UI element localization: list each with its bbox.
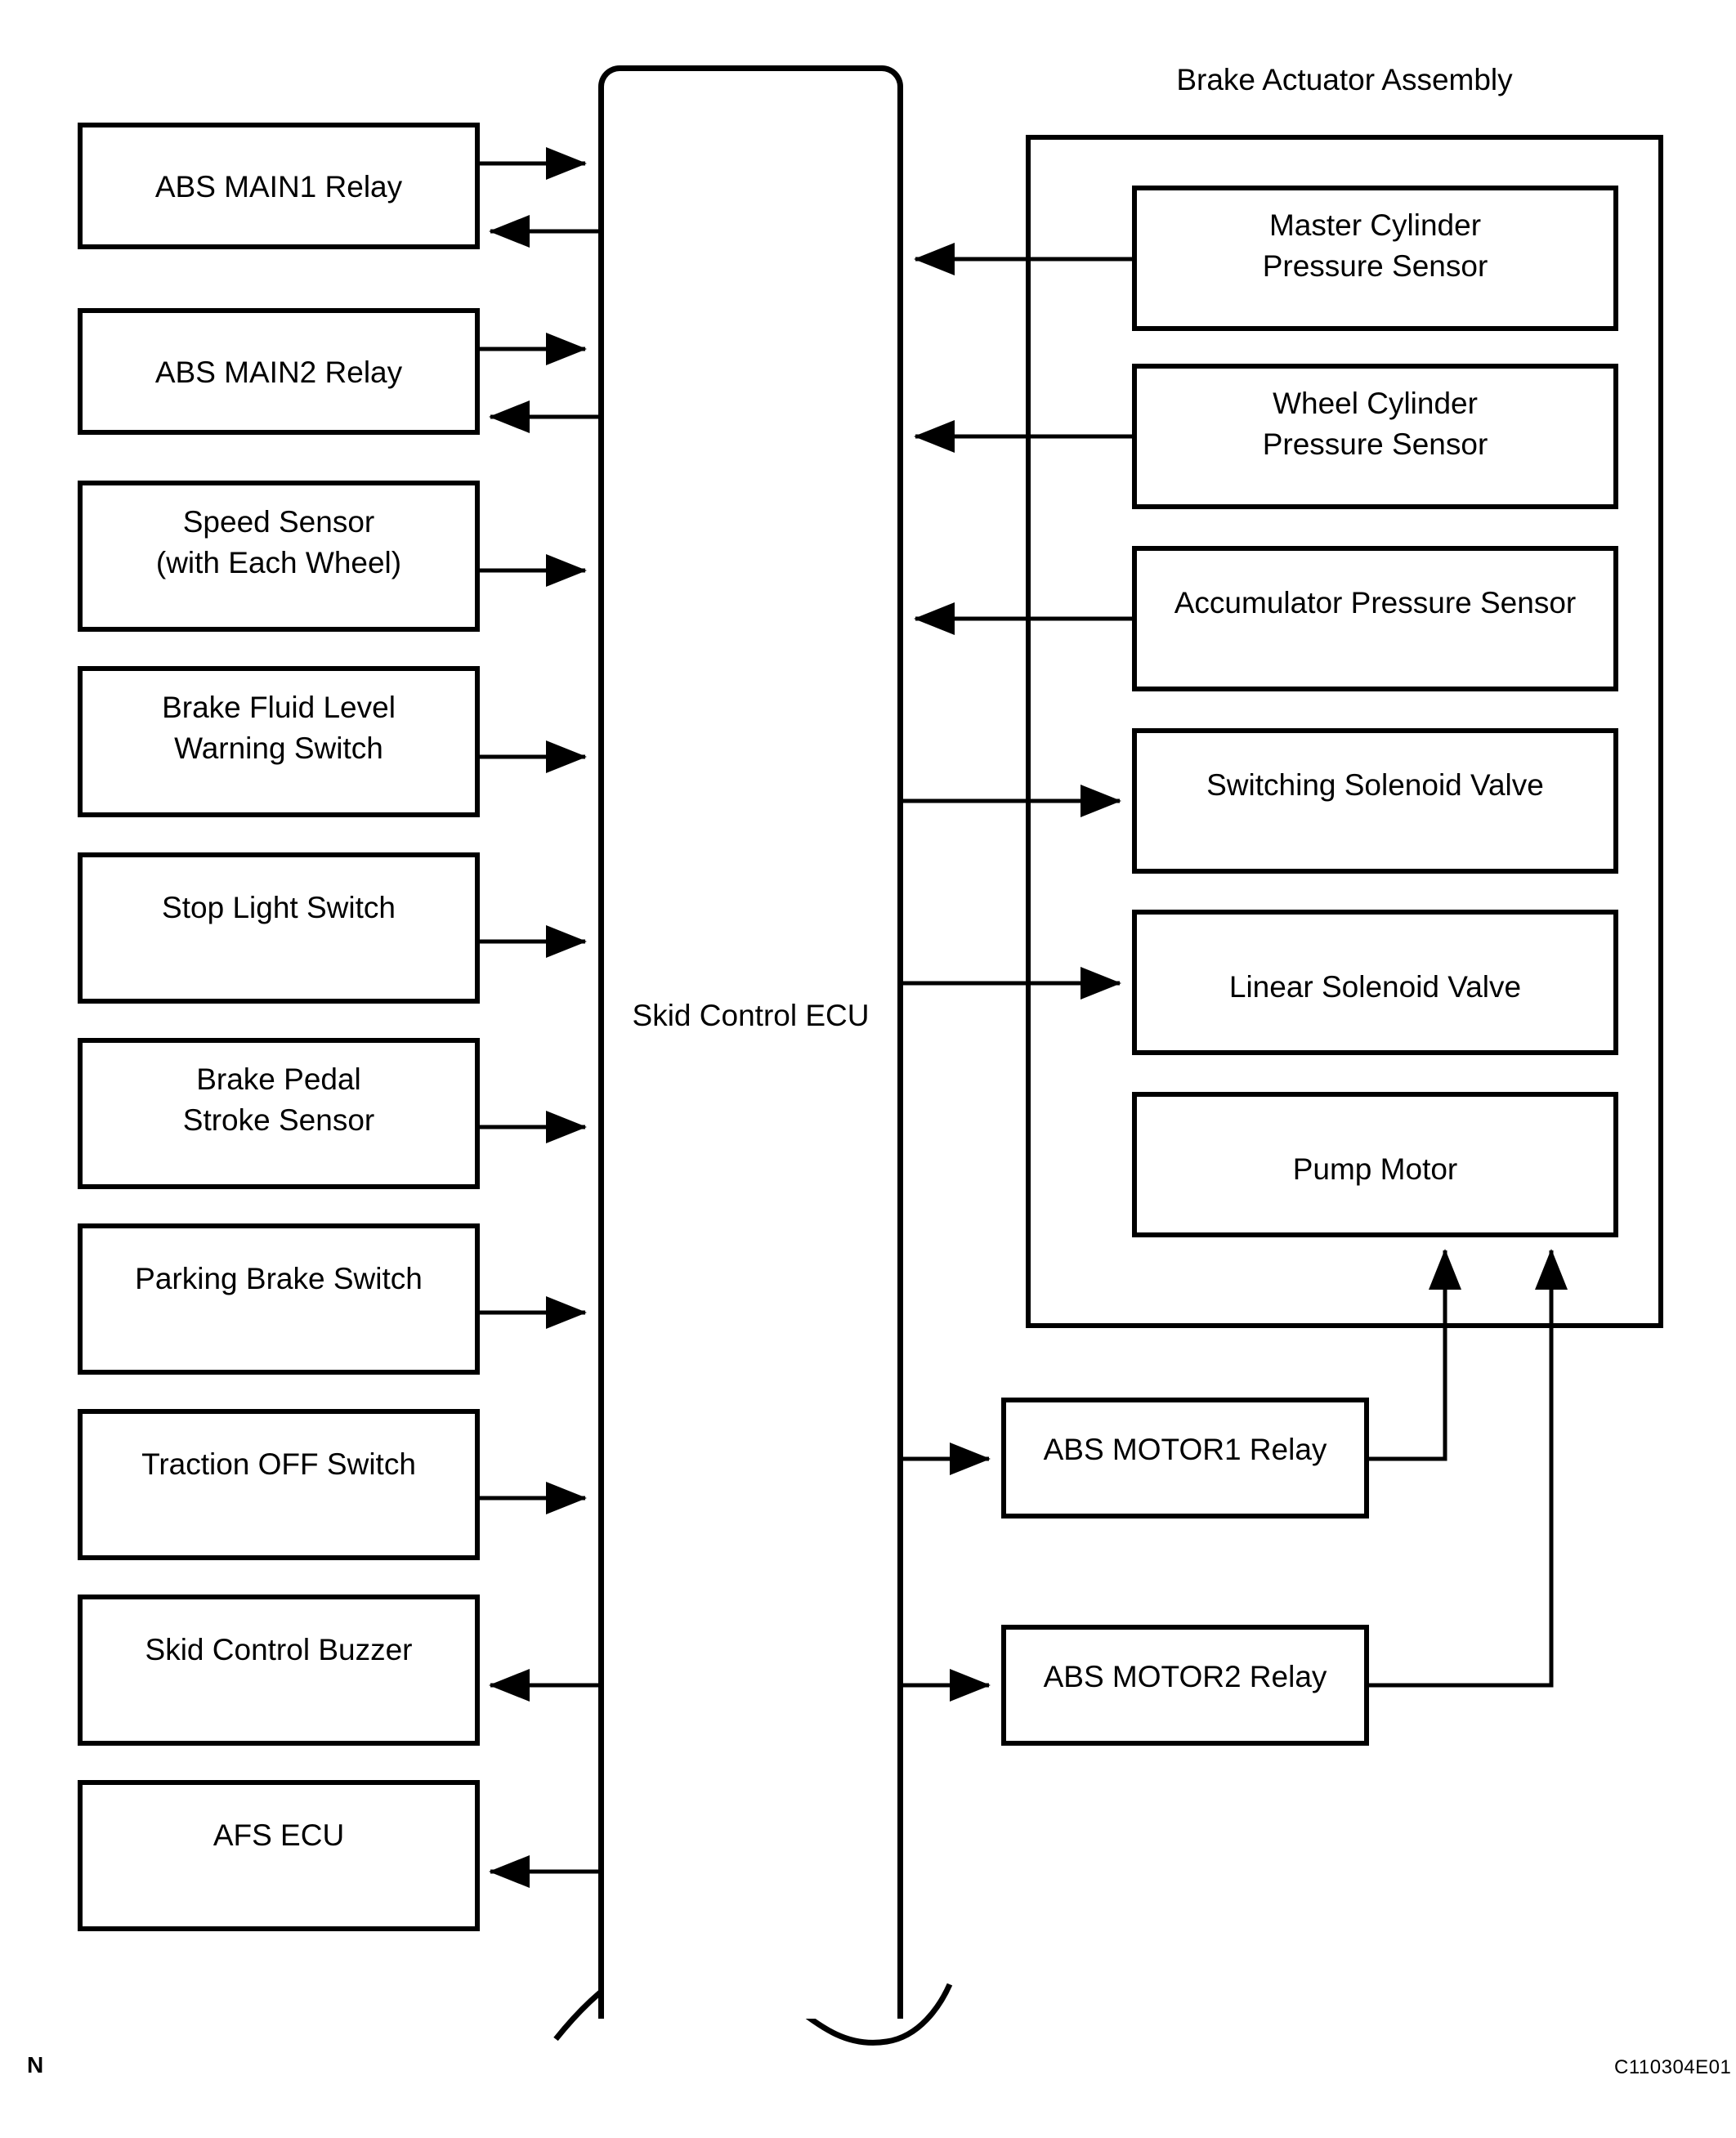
box-brake-pedal-stroke-sensor[interactable]: Brake Pedal Stroke Sensor (78, 1038, 480, 1189)
box-label: Linear Solenoid Valve (1228, 970, 1522, 1004)
box-label: AFS ECU (213, 1818, 345, 1852)
box-accumulator-pressure-sensor[interactable]: Accumulator Pressure Sensor (1132, 546, 1618, 691)
box-abs-main2-relay[interactable]: ABS MAIN2 Relay (78, 308, 480, 435)
box-label: Accumulator Pressure Sensor (1174, 586, 1577, 619)
box-label: Pump Motor (1292, 1152, 1458, 1186)
skid-control-ecu-body (598, 65, 903, 2019)
box-pump-motor[interactable]: Pump Motor (1132, 1092, 1618, 1237)
box-skid-control-buzzer[interactable]: Skid Control Buzzer (78, 1595, 480, 1746)
box-label: Traction OFF Switch (141, 1447, 416, 1481)
box-traction-off-switch[interactable]: Traction OFF Switch (78, 1409, 480, 1560)
box-label: ABS MOTOR1 Relay (1043, 1433, 1327, 1466)
corner-mark-n: N (27, 2052, 44, 2078)
box-label: Speed Sensor (with Each Wheel) (155, 505, 402, 579)
box-label: ABS MOTOR2 Relay (1043, 1660, 1327, 1693)
brake-actuator-assembly-title: Brake Actuator Assembly (1176, 63, 1513, 96)
box-speed-sensor[interactable]: Speed Sensor (with Each Wheel) (78, 481, 480, 632)
skid-control-ecu-label: Skid Control ECU (632, 999, 870, 1032)
box-label: Parking Brake Switch (135, 1262, 423, 1295)
box-label: Master Cylinder Pressure Sensor (1262, 208, 1488, 283)
box-switching-solenoid-valve[interactable]: Switching Solenoid Valve (1132, 728, 1618, 874)
box-afs-ecu[interactable]: AFS ECU (78, 1780, 480, 1931)
box-abs-motor2-relay[interactable]: ABS MOTOR2 Relay (1001, 1625, 1369, 1746)
figure-code: C110304E01 (1614, 2056, 1732, 2078)
box-abs-motor1-relay[interactable]: ABS MOTOR1 Relay (1001, 1398, 1369, 1519)
box-label: ABS MAIN2 Relay (154, 356, 403, 389)
box-label: Stop Light Switch (162, 891, 396, 924)
box-label: Switching Solenoid Valve (1206, 768, 1544, 802)
box-master-cylinder-pressure-sensor[interactable]: Master Cylinder Pressure Sensor (1132, 186, 1618, 331)
box-label: Brake Fluid Level Warning Switch (162, 691, 396, 765)
box-linear-solenoid-valve[interactable]: Linear Solenoid Valve (1132, 910, 1618, 1055)
box-label: Skid Control Buzzer (145, 1633, 413, 1666)
box-abs-main1-relay[interactable]: ABS MAIN1 Relay (78, 123, 480, 249)
box-stop-light-switch[interactable]: Stop Light Switch (78, 852, 480, 1004)
box-label: Brake Pedal Stroke Sensor (182, 1062, 375, 1137)
box-label: ABS MAIN1 Relay (154, 170, 403, 204)
box-brake-fluid-level-warning-switch[interactable]: Brake Fluid Level Warning Switch (78, 666, 480, 817)
box-parking-brake-switch[interactable]: Parking Brake Switch (78, 1223, 480, 1375)
box-label: Wheel Cylinder Pressure Sensor (1262, 387, 1488, 461)
box-wheel-cylinder-pressure-sensor[interactable]: Wheel Cylinder Pressure Sensor (1132, 364, 1618, 509)
brake-actuator-assembly-outline (1026, 135, 1663, 1328)
